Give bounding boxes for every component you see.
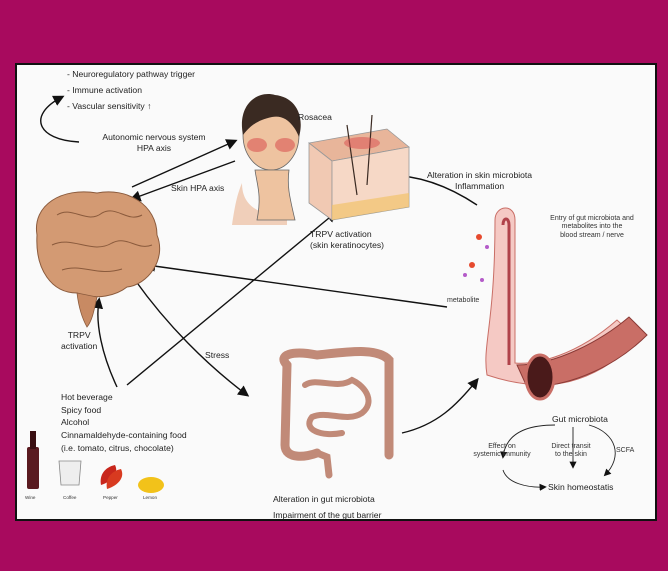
skin-hpa-label: Skin HPA axis xyxy=(171,183,224,194)
trigger-immune: - Immune activation xyxy=(67,85,142,96)
entry-gut-line2: metabolites into the xyxy=(537,223,647,231)
metabolite-label: metabolite xyxy=(447,297,479,305)
systemic-line2: systemic immunity xyxy=(463,451,541,459)
food-label-wine: Wine xyxy=(25,495,35,500)
trigger-neuroregulatory: - Neuroregulatory pathway trigger xyxy=(67,69,195,80)
food-label-coffee: Coffee xyxy=(63,495,76,500)
alteration-skin-line1: Alteration in skin microbiota xyxy=(427,170,532,181)
entry-gut-line1: Entry of gut microbiota and xyxy=(537,215,647,223)
intestine-illustration xyxy=(284,352,389,476)
direct-line2: to the skin xyxy=(539,451,603,459)
trpv-brain-line1: TRPV xyxy=(61,330,97,341)
trpv-brain-label: TRPV activation xyxy=(61,330,97,351)
trigger-examples: (i.e. tomato, citrus, chocolate) xyxy=(61,442,187,455)
trigger-vascular: - Vascular sensitivity ↑ xyxy=(67,101,151,112)
autonomic-label: Autonomic nervous system HPA axis xyxy=(99,132,209,153)
autonomic-line1: Autonomic nervous system xyxy=(99,132,209,143)
food-label-lemon: Lemon xyxy=(143,495,157,500)
alteration-skin-label: Alteration in skin microbiota Inflammati… xyxy=(427,170,532,191)
trigger-cinnamaldehyde: Cinnamaldehyde-containing food xyxy=(61,429,187,442)
trigger-alcohol: Alcohol xyxy=(61,416,187,429)
alteration-skin-line2: Inflammation xyxy=(427,181,532,192)
stress-label: Stress xyxy=(205,350,229,361)
direct-label: Direct transit to the skin xyxy=(539,443,603,460)
systemic-line1: Effect on xyxy=(463,443,541,451)
trpv-skin-line2: (skin keratinocytes) xyxy=(310,240,384,251)
trpv-skin-line1: TRPV activation xyxy=(310,229,384,240)
face-illustration xyxy=(232,94,301,225)
brain-to-gut-arrow xyxy=(135,280,247,395)
trpv-brain-line2: activation xyxy=(61,341,97,352)
trigger-hot-beverage: Hot beverage xyxy=(61,391,187,404)
gut-alteration-line2: Impairment of the gut barrier xyxy=(273,507,381,523)
rosacea-label: Rosacea xyxy=(298,112,332,123)
autonomic-line2: HPA axis xyxy=(99,143,209,154)
homeostasis-label: Skin homeostatis xyxy=(548,482,613,493)
metabolite-to-brain-arrow xyxy=(147,265,447,307)
gut-alteration-label: Alteration in gut microbiota Impairment … xyxy=(273,491,381,524)
systemic-label: Effect on systemic immunity xyxy=(463,443,541,460)
gut-to-vessel-arrow xyxy=(402,380,477,433)
food-label-pepper: Pepper xyxy=(103,495,118,500)
gut-alteration-line1: Alteration in gut microbiota xyxy=(273,491,381,507)
gut-microbiota-label: Gut microbiota xyxy=(552,414,608,425)
direct-line1: Direct transit xyxy=(539,443,603,451)
scfa-label: SCFA xyxy=(616,447,634,455)
trigger-spicy-food: Spicy food xyxy=(61,404,187,417)
diagram-panel: - Neuroregulatory pathway trigger - Immu… xyxy=(15,63,657,521)
entry-gut-line3: blood stream / nerve xyxy=(537,232,647,240)
trpv-skin-label: TRPV activation (skin keratinocytes) xyxy=(310,229,384,250)
entry-gut-label: Entry of gut microbiota and metabolites … xyxy=(537,215,647,240)
skin-block-illustration xyxy=(309,115,409,220)
food-triggers-list: Hot beverage Spicy food Alcohol Cinnamal… xyxy=(61,391,187,455)
food-to-brain-arrow xyxy=(98,300,117,387)
